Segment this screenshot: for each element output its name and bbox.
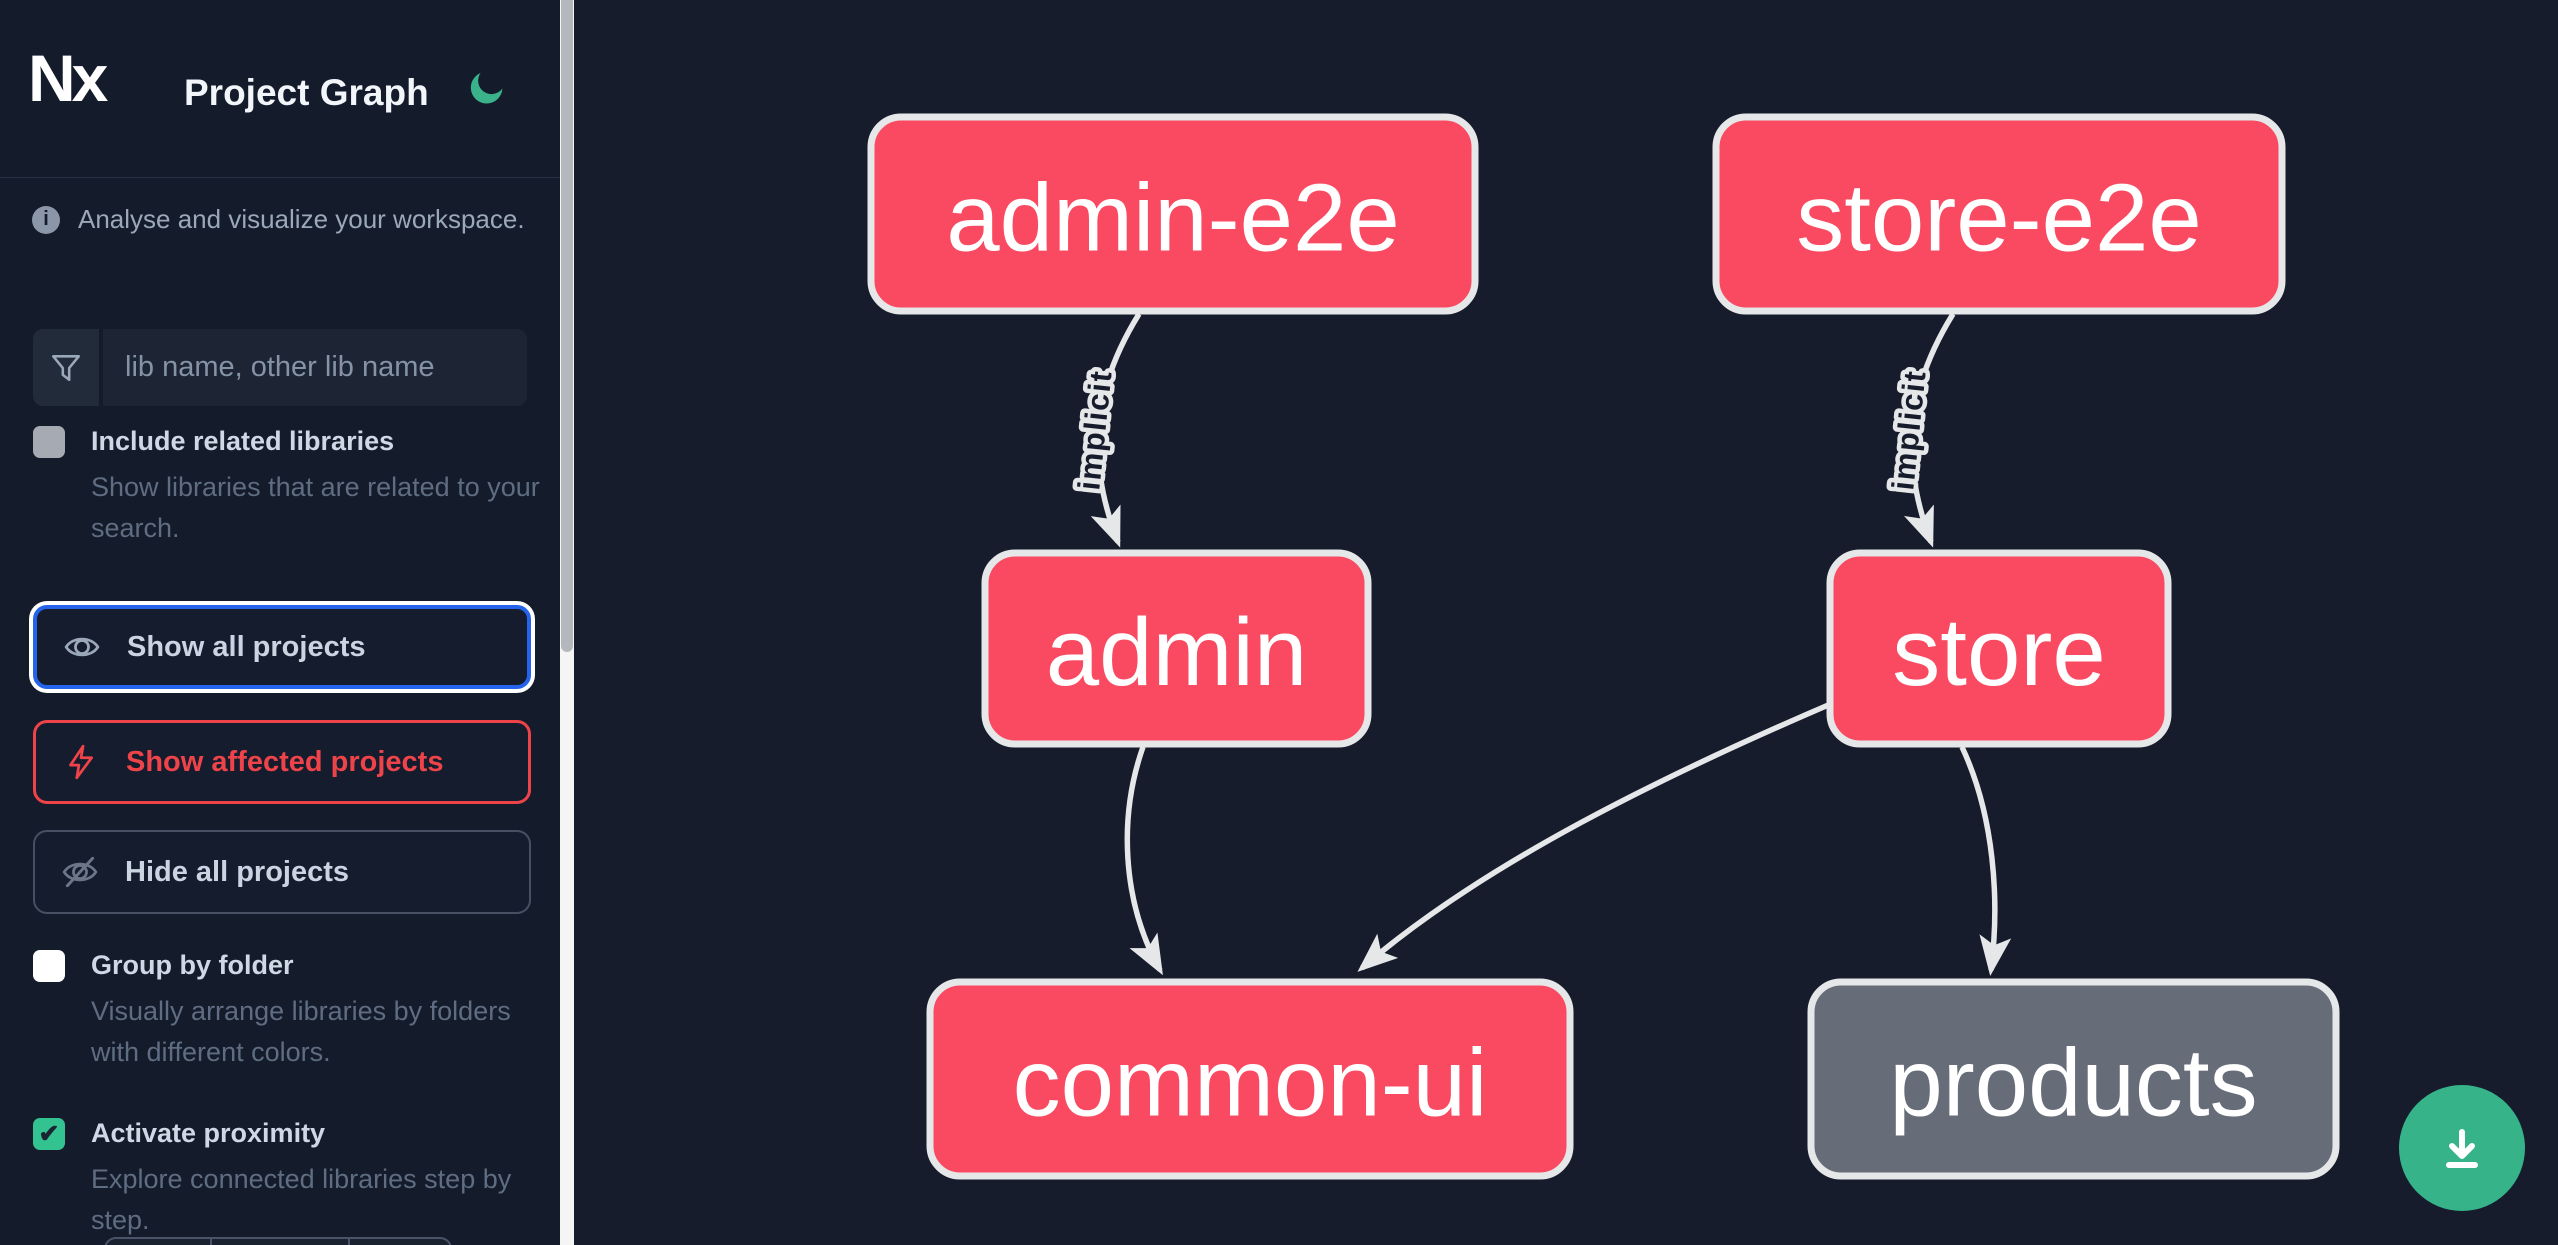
checkbox-include-related[interactable] (33, 426, 65, 458)
show-affected-projects-button[interactable]: Show affected projects (33, 720, 531, 804)
graph-edge-store-e2e-store: implicit (1881, 312, 1956, 548)
hide-all-projects-button[interactable]: Hide all projects (33, 830, 531, 914)
graph-edge-admin-common-ui (1124, 746, 1163, 976)
workspace-info: i Analyse and visualize your workspace. (32, 204, 525, 235)
sidebar-header: Nx Project Graph (0, 0, 560, 178)
graph-node-admin-e2e[interactable]: admin-e2e (867, 113, 1479, 315)
edge-label: implicit (1885, 368, 1932, 492)
node-label: admin (1046, 599, 1307, 706)
graph-node-admin[interactable]: admin (981, 549, 1372, 748)
node-label: store (1892, 599, 2105, 706)
moon-icon (464, 66, 512, 110)
button-label: Show all projects (127, 630, 366, 663)
checkbox-group-by-folder[interactable] (33, 950, 65, 982)
page-title: Project Graph (184, 72, 429, 113)
button-label: Hide all projects (125, 855, 350, 888)
node-label: store-e2e (1796, 165, 2202, 272)
decrement-button[interactable] (106, 1239, 210, 1245)
eye-icon (63, 628, 101, 666)
eye-off-icon (61, 853, 99, 891)
toggle-include-related-libraries[interactable]: Include related libraries Show libraries… (33, 424, 543, 549)
info-icon: i (32, 205, 60, 234)
download-graph-button[interactable] (2399, 1085, 2525, 1211)
depth-value (210, 1239, 348, 1245)
sidebar: Nx Project Graph i Analyse and visualize… (0, 0, 560, 1245)
graph-node-store-e2e[interactable]: store-e2e (1712, 113, 2286, 315)
node-label: common-ui (1013, 1030, 1488, 1137)
graph-edge-admin-e2e-admin: implicit (1067, 312, 1142, 548)
toggle-group-by-folder[interactable]: Group by folder Visually arrange librari… (33, 948, 543, 1073)
theme-toggle-button[interactable] (464, 64, 512, 112)
toggle-label: Activate proximity (91, 1118, 326, 1148)
sidebar-scrollbar-thumb[interactable] (561, 0, 573, 652)
download-icon (2433, 1119, 2491, 1177)
toggle-activate-proximity[interactable]: ✔ Activate proximity Explore connected l… (33, 1116, 543, 1241)
lightning-bolt-icon (62, 743, 100, 781)
filter-funnel-icon (33, 329, 103, 406)
tagline-text: Analyse and visualize your workspace. (78, 204, 525, 234)
show-all-projects-button[interactable]: Show all projects (33, 605, 531, 689)
toggle-description: Show libraries that are related to your … (91, 472, 540, 543)
graph-edge-store-common-ui (1357, 700, 1835, 972)
nx-logo: Nx (28, 41, 108, 115)
graph-edge-store-products (1959, 745, 2012, 976)
button-label: Show affected projects (126, 745, 444, 778)
proximity-depth-stepper (104, 1237, 452, 1245)
search-box (33, 329, 527, 406)
graph-node-store[interactable]: store (1826, 549, 2172, 748)
search-input[interactable] (103, 329, 527, 406)
toggle-label: Group by folder (91, 950, 294, 980)
node-label: admin-e2e (946, 165, 1400, 272)
edge-label: implicit (1071, 368, 1118, 492)
node-label: products (1889, 1030, 2257, 1137)
checkbox-activate-proximity[interactable]: ✔ (33, 1118, 65, 1150)
toggle-label: Include related libraries (91, 426, 395, 456)
toggle-description: Visually arrange libraries by folders wi… (91, 996, 511, 1067)
graph-node-common-ui[interactable]: common-ui (926, 978, 1574, 1180)
increment-button[interactable] (348, 1239, 450, 1245)
graph-node-products[interactable]: products (1807, 978, 2340, 1180)
toggle-description: Explore connected libraries step by step… (91, 1164, 512, 1235)
sidebar-scrollbar[interactable] (560, 0, 574, 1245)
